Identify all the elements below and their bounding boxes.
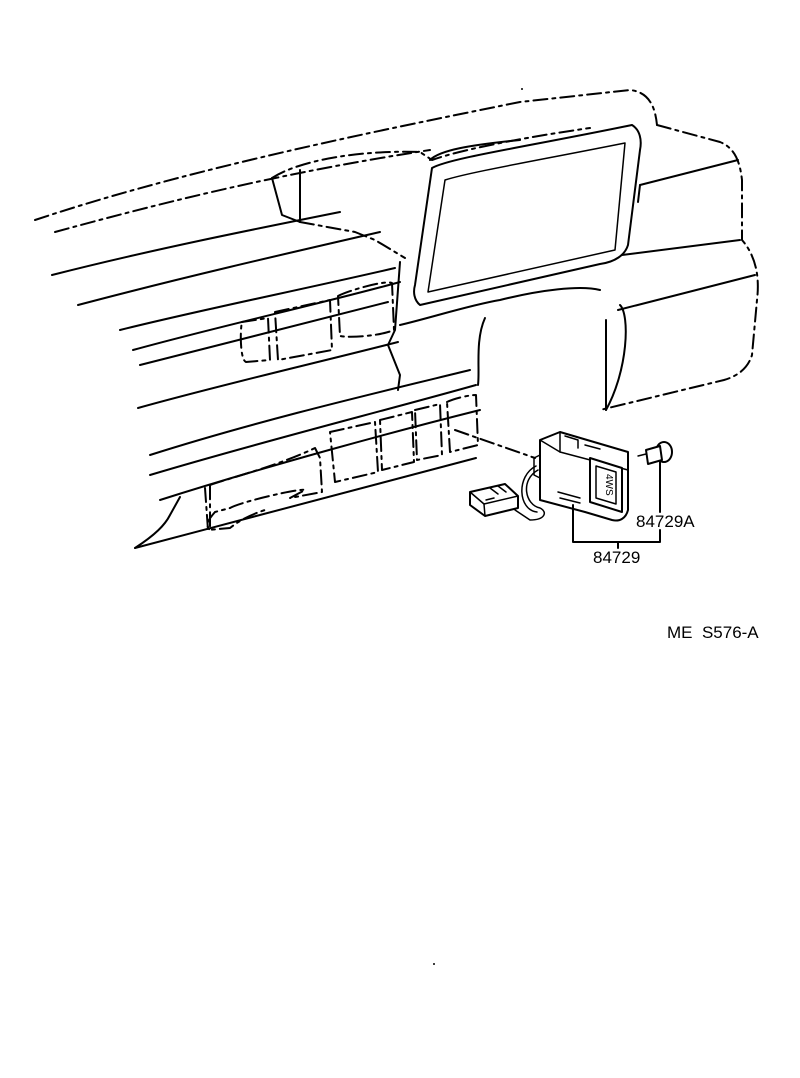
scan-dot <box>433 963 435 965</box>
drawing-code: ME S576-A <box>667 623 759 642</box>
knob-84729a <box>637 441 673 465</box>
wire-harness <box>514 465 546 521</box>
part-number-84729: 84729 <box>593 548 640 567</box>
leader-lines <box>572 461 661 549</box>
switch-face-label: 4WS <box>603 474 614 496</box>
scan-dot <box>521 88 523 90</box>
part-number-84729A: 84729A <box>636 512 695 531</box>
instrument-panel-outline <box>34 89 759 549</box>
switch-assembly-84729 <box>533 431 629 522</box>
harness-connector <box>469 483 519 517</box>
